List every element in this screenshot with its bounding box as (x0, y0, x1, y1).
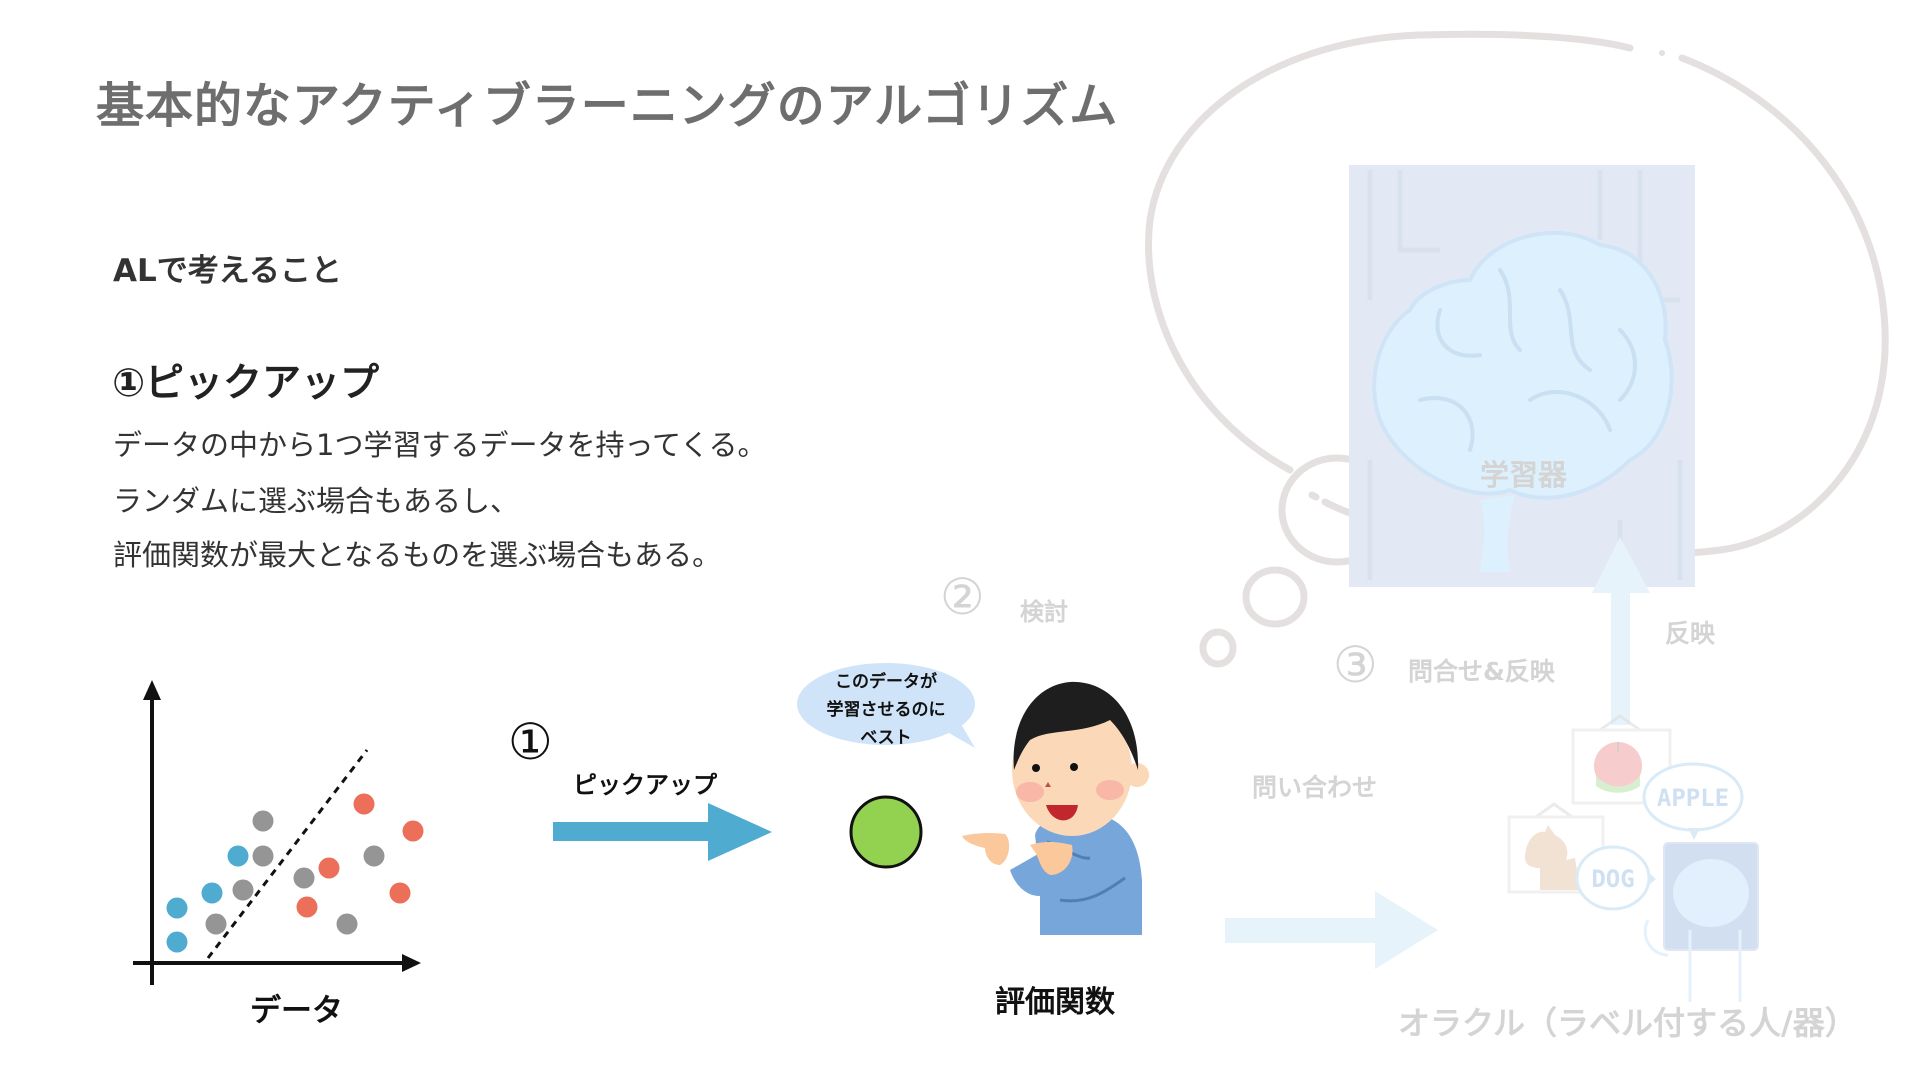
step2-label: 検討 (1020, 598, 1068, 626)
speech-line-2: 学習させるのに (826, 700, 946, 720)
speech-line-1: このデータが (835, 672, 937, 692)
step3-number: ③ (1333, 636, 1378, 694)
query-arrow-icon (1225, 891, 1438, 969)
scatter-plot (133, 680, 424, 985)
data-points (166, 793, 424, 953)
brain-circuit-icon (1349, 165, 1695, 587)
description-line-3: 評価関数が最大となるものを選ぶ場合もある。 (113, 538, 722, 572)
svg-text:APPLE: APPLE (1657, 784, 1729, 812)
reflect-label: 反映 (1665, 619, 1716, 648)
step1-number: ① (508, 713, 553, 771)
pickup-arrow-icon (553, 803, 772, 861)
decision-boundary (206, 749, 369, 959)
step-heading: ①ピックアップ (112, 361, 380, 406)
step2-number: ② (940, 568, 985, 626)
learner-label: 学習器 (1480, 458, 1568, 492)
person-pointing-icon (962, 681, 1149, 935)
description-line-1: データの中から1つ学習するデータを持ってくる。 (113, 428, 767, 462)
reflect-arrow-icon (1592, 537, 1650, 725)
evaluator-label: 評価関数 (995, 985, 1115, 1020)
x-axis-arrow-icon (402, 954, 421, 972)
speech-bubble-icon (797, 663, 975, 748)
subheading: ALで考えること (113, 253, 342, 289)
oracle-label: オラクル（ラベル付する人/器） (1398, 1004, 1857, 1042)
slide-title: 基本的なアクティブラーニングのアルゴリズム (96, 78, 1119, 134)
speech-line-3: ベスト (860, 728, 912, 748)
scatter-label: データ (250, 993, 343, 1029)
description-line-2: ランダムに選ぶ場合もあるし、 (113, 484, 520, 518)
step3-label: 問合せ&反映 (1408, 657, 1555, 686)
svg-text:DOG: DOG (1591, 865, 1634, 893)
y-axis-arrow-icon (143, 680, 161, 700)
query-label: 問い合わせ (1252, 773, 1378, 802)
step1-label: ピックアップ (573, 771, 717, 799)
speech-bubble-text: このデータが 学習させるのに ベスト (806, 668, 966, 752)
oracle-illustration-icon: APPLE DOG (1507, 714, 1759, 1002)
selected-point-icon (849, 795, 923, 869)
